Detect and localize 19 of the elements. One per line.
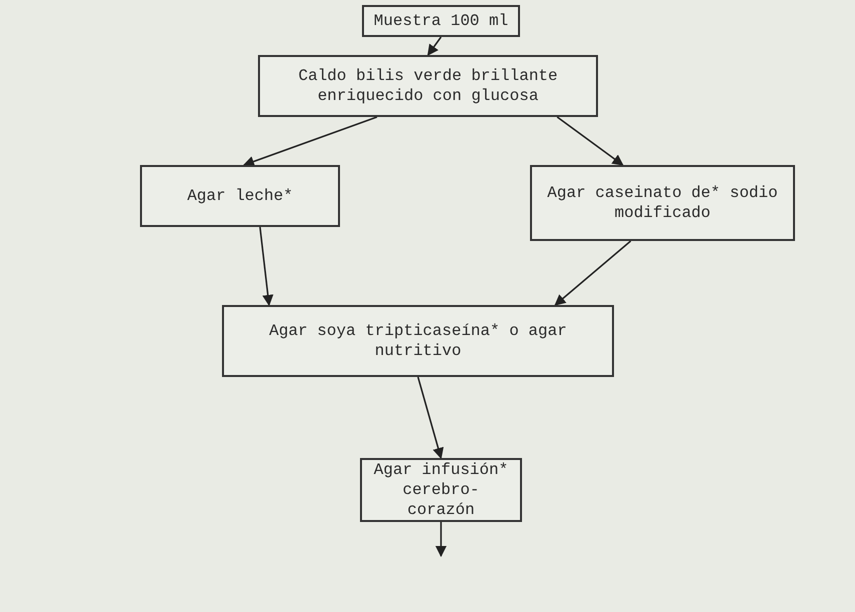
- process-box: [362, 5, 520, 37]
- box-label: Agar leche*: [187, 186, 293, 206]
- arrow: [556, 116, 624, 166]
- arrow: [554, 240, 632, 306]
- process-box: [222, 305, 614, 377]
- arrow: [259, 226, 274, 306]
- arrow: [417, 376, 444, 460]
- arrow: [435, 522, 447, 558]
- box-label: Agar soya tripticaseína* o agar nutritivo: [268, 321, 568, 361]
- arrow: [242, 116, 378, 167]
- box-label: Muestra 100 ml: [374, 11, 508, 31]
- box-label: Agar infusión* cerebro-corazón: [372, 460, 510, 520]
- process-box: [360, 458, 522, 522]
- box-label: Caldo bilis verde brillante enriquecido con glucosa: [297, 66, 559, 106]
- process-box: [530, 165, 795, 241]
- arrow: [427, 36, 442, 56]
- process-box: [258, 55, 598, 117]
- process-box: [140, 165, 340, 227]
- box-label: Agar caseinato de* sodio modificado: [546, 183, 779, 223]
